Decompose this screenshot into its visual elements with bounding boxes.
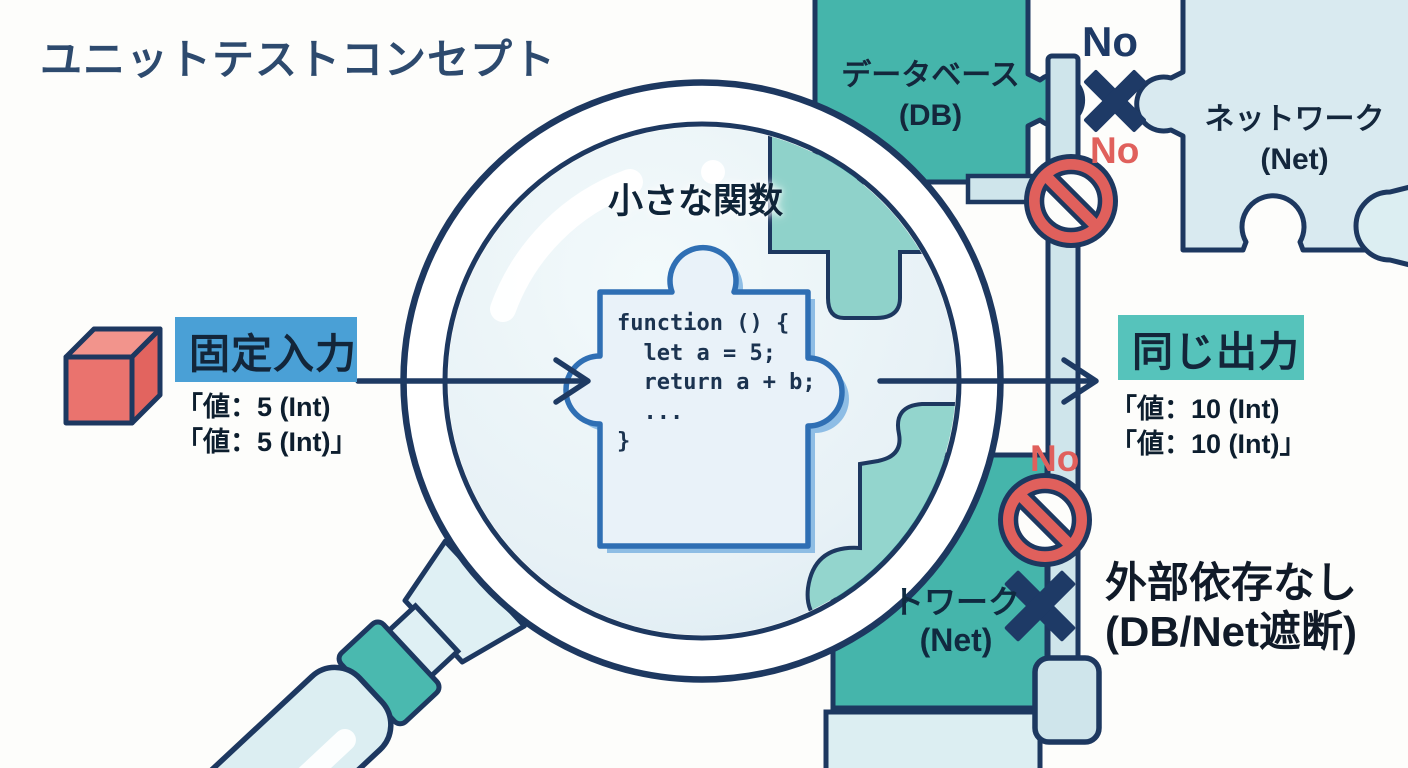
lens-caption: 小さな関数 [608,182,784,221]
conclusion-line-2: (DB/Net遮断) [1105,608,1357,655]
network-abbr: (Net) [1260,143,1329,176]
code-snippet: function () { let a = 5; return a + b; .… [617,311,816,454]
network-puzzle-piece [1134,0,1408,253]
glass-highlight-dot [701,160,725,184]
input-label: 固定入力 [175,317,357,382]
network-piece-label: ネットワーク (Net) [1192,100,1397,180]
database-abbr: (DB) [898,99,963,132]
output-value-2: 「値：10 (Int)」 [1110,429,1307,459]
no-text-bottom-red: No [1030,438,1080,479]
network-bottom-name: トワーク [891,584,1020,620]
output-label: 同じ出力 [1118,315,1304,380]
conclusion-line-1: 外部依存なし [1105,559,1358,606]
database-piece-label: データベース (DB) [828,56,1033,136]
conclusion-text: 外部依存なし (DB/Net遮断) [1105,558,1357,656]
network-name: ネットワーク [1204,103,1385,136]
no-entry-icon-bottom [998,473,1092,567]
page-title: ユニットテストコンセプト [40,36,557,83]
x-mark-icon-top [1084,70,1146,132]
no-entry-icon-top [1024,154,1118,248]
no-text-top: No [1082,18,1138,65]
input-cube-icon [63,326,163,426]
bottom-light-puzzle-piece [823,709,1043,768]
x-mark-icon-bottom [1004,570,1076,642]
input-value-1: 「値：5 (Int) [176,392,331,422]
glass-highlight [490,169,643,322]
network-bottom-piece-label: トワーク (Net) [872,583,1040,659]
no-text-top-red: No [1090,130,1140,171]
magnifier-handle [48,538,527,768]
database-name: データベース [841,59,1020,92]
input-values: 「値：5 (Int) 「値：5 (Int)」 [176,390,358,460]
output-value-1: 「値：10 (Int) [1110,394,1280,424]
far-right-puzzle-tab [1353,184,1408,268]
input-flow-arrow [355,357,591,405]
output-flow-arrow [877,357,1099,405]
output-values: 「値：10 (Int) 「値：10 (Int)」 [1110,392,1307,462]
input-value-2: 「値：5 (Int)」 [176,427,358,457]
code-puzzle-piece [563,245,849,553]
network-bottom-abbr: (Net) [919,622,993,658]
